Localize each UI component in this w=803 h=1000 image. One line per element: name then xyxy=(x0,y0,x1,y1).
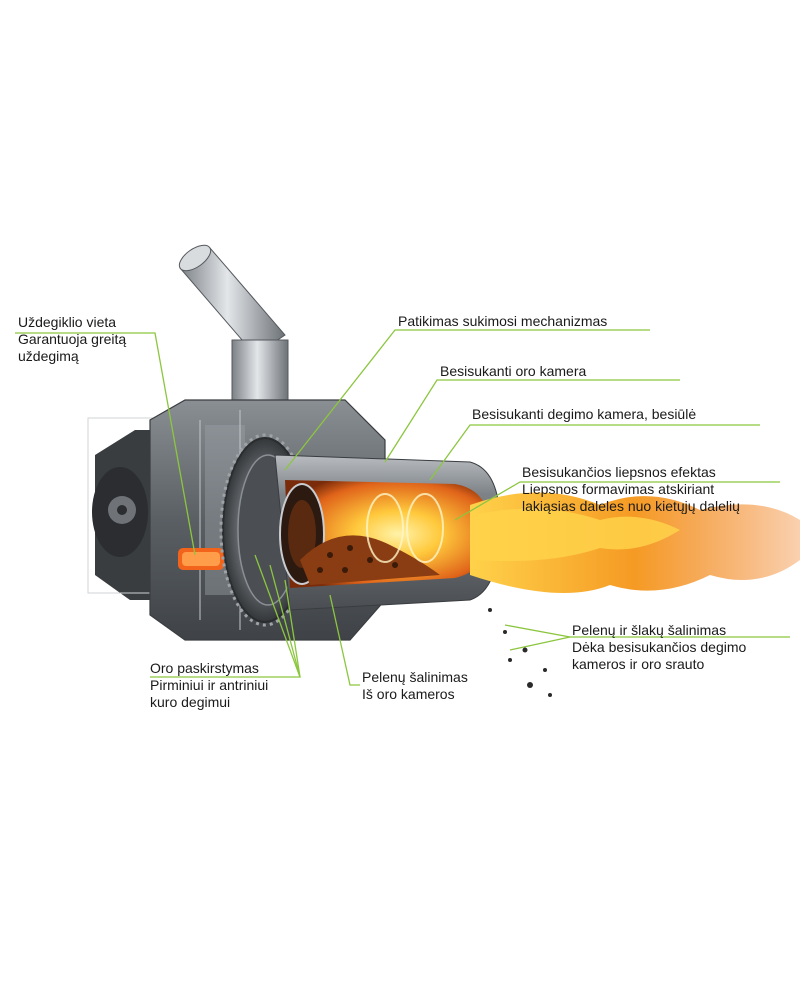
label-igniter-title: Uždegiklio vieta xyxy=(18,314,117,330)
label-flame-effect-line-1: Liepsnos formavimas atskiriant xyxy=(522,481,715,497)
label-air-distribution-title: Oro paskirstymas xyxy=(150,660,259,676)
igniter-element xyxy=(178,548,224,570)
label-ash-removal: Pelenų šalinimas Iš oro kameros xyxy=(362,669,468,703)
ash-particles xyxy=(488,608,552,697)
label-flame-effect-title: Besisukančios liepsnos efektas xyxy=(522,464,716,480)
label-combustion-chamber-title: Besisukanti degimo kamera, besiūlė xyxy=(472,406,697,422)
label-air-distribution: Oro paskirstymas Pirminiui ir antriniui … xyxy=(150,660,268,711)
label-air-distribution-line-1: Pirminiui ir antriniui xyxy=(150,677,269,693)
label-igniter-line-2: uždegimą xyxy=(18,348,79,364)
label-ash-removal-title: Pelenų šalinimas xyxy=(362,669,468,685)
pellet-heap xyxy=(300,535,440,585)
flame xyxy=(470,492,800,593)
label-air-distribution-line-2: kuro degimui xyxy=(150,694,231,710)
leader-lines xyxy=(15,329,790,686)
label-ash-slag-line-2: kameros ir oro srauto xyxy=(572,656,705,672)
rear-motor-housing xyxy=(87,417,159,600)
label-ash-slag-title: Pelenų ir šlakų šalinimas xyxy=(572,622,727,638)
label-air-chamber-title: Besisukanti oro kamera xyxy=(440,363,587,379)
label-rotation-title: Patikimas sukimosi mechanizmas xyxy=(398,313,608,329)
label-flame-effect-line-2: lakiąsias daleles nuo kietųjų dalelių xyxy=(522,498,740,514)
label-flame-effect: Besisukančios liepsnos efektas Liepsnos … xyxy=(522,464,740,515)
label-air-chamber: Besisukanti oro kamera xyxy=(440,363,586,380)
label-ash-slag-line-1: Dėka besisukančios degimo xyxy=(572,639,747,655)
label-igniter-line-1: Garantuoja greitą xyxy=(18,331,127,347)
label-rotation: Patikimas sukimosi mechanizmas xyxy=(398,313,607,330)
label-ash-removal-line-1: Iš oro kameros xyxy=(362,686,455,702)
label-igniter: Uždegiklio vieta Garantuoja greitą uždeg… xyxy=(18,314,126,365)
swirl-lines xyxy=(366,493,444,563)
label-ash-slag: Pelenų ir šlakų šalinimas Dėka besisukan… xyxy=(572,622,746,673)
label-combustion-chamber: Besisukanti degimo kamera, besiūlė xyxy=(472,406,696,423)
